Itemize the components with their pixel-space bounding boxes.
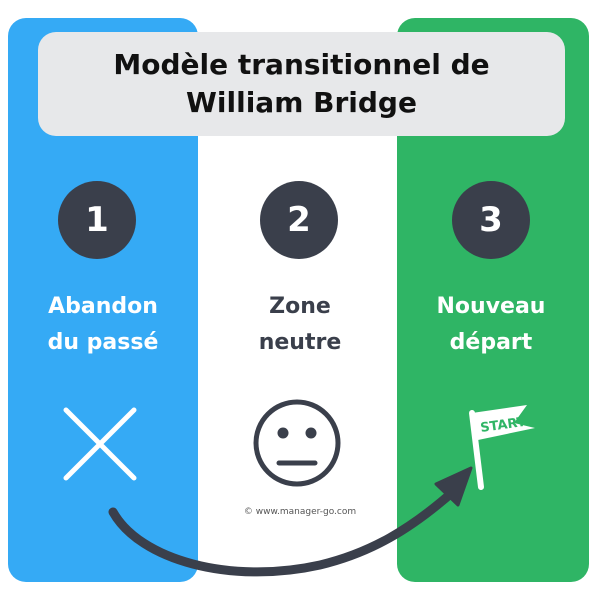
title-line-2: William Bridge xyxy=(186,86,417,119)
step-1-label: Abandon du passé xyxy=(13,289,193,361)
step-3-label: Nouveau départ xyxy=(401,289,581,361)
title-box: Modèle transitionnel de William Bridge xyxy=(38,32,565,136)
step-3-label-line-1: Nouveau xyxy=(436,294,546,319)
step-1-number: 1 xyxy=(58,181,136,259)
step-2-label-line-2: neutre xyxy=(258,330,342,355)
step-2-label: Zone neutre xyxy=(210,289,390,361)
diagram-title: Modèle transitionnel de William Bridge xyxy=(82,46,522,122)
step-3-label-line-2: départ xyxy=(449,330,533,355)
step-1-label-line-1: Abandon xyxy=(48,294,158,319)
copyright-text: © www.manager-go.com xyxy=(243,507,357,517)
step-2-label-line-1: Zone xyxy=(269,294,331,319)
title-line-1: Modèle transitionnel de xyxy=(113,48,490,81)
step-2-number: 2 xyxy=(260,181,338,259)
step-3-number: 3 xyxy=(452,181,530,259)
step-1-label-line-2: du passé xyxy=(47,330,159,355)
